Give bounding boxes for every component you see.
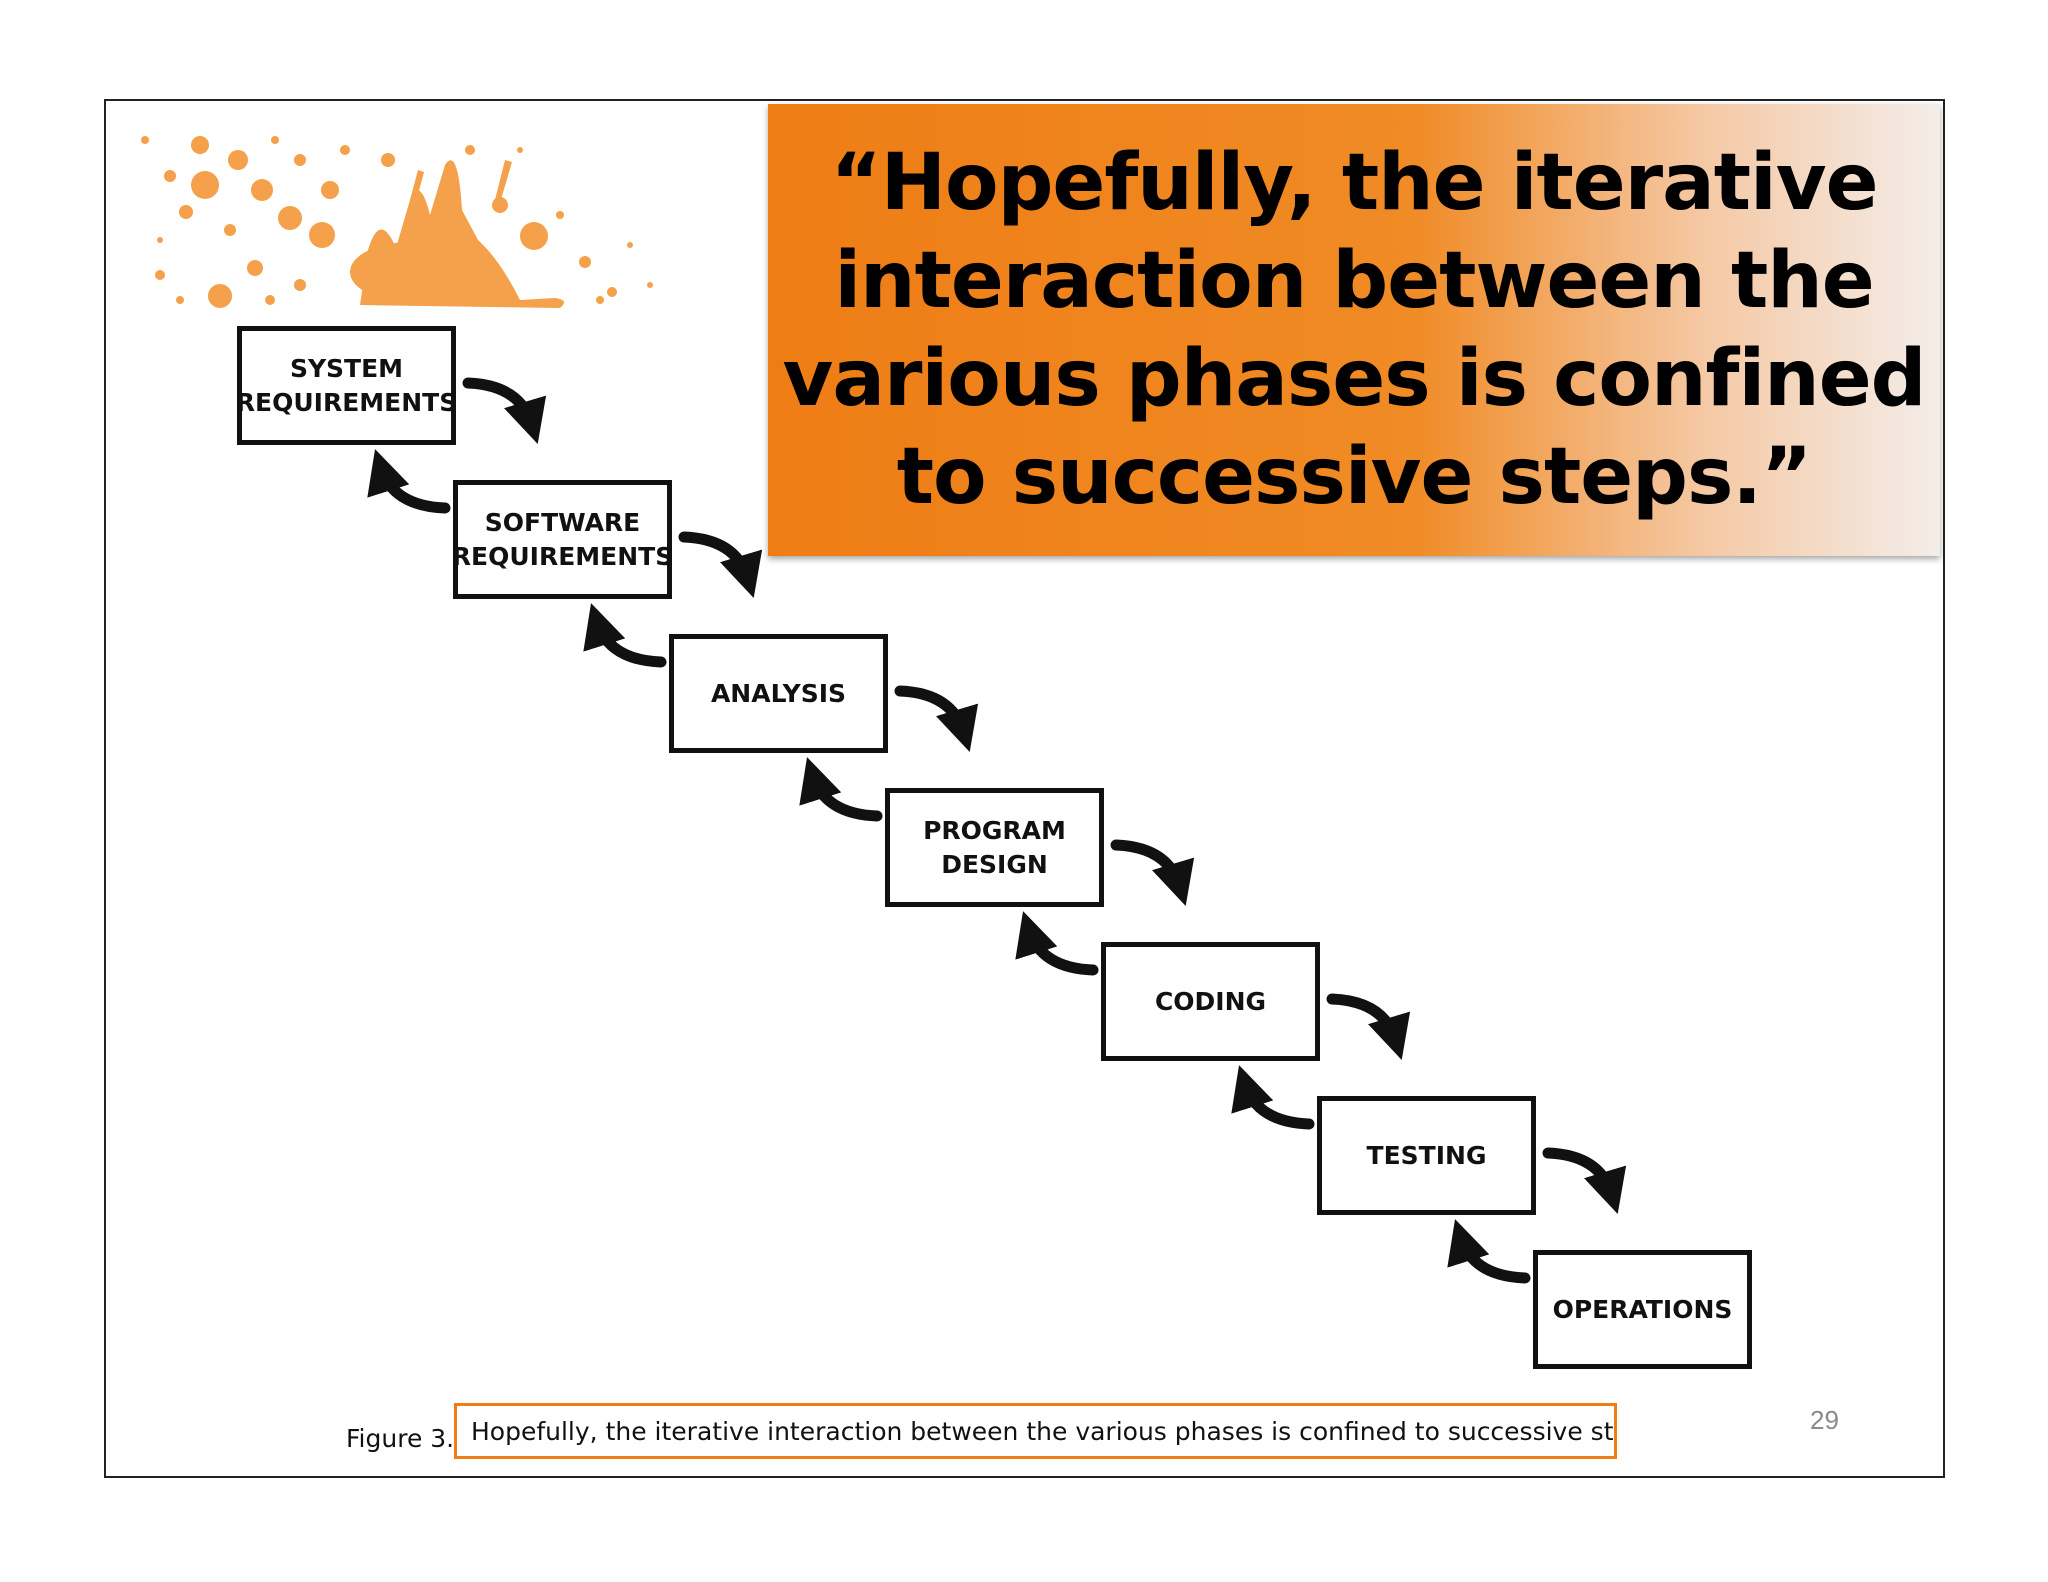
page-number: 29 xyxy=(1810,1405,1839,1435)
feedback-arrow xyxy=(799,757,883,822)
step-testing: TESTING xyxy=(1317,1096,1536,1215)
paint-splatter-decoration xyxy=(141,136,653,308)
forward-arrow xyxy=(678,531,763,598)
step-software-requirements: SOFTWARE REQUIREMENTS xyxy=(452,480,673,599)
quote-line: various phases is confined xyxy=(782,334,1927,424)
forward-arrow xyxy=(462,377,547,444)
feedback-arrow xyxy=(1015,911,1099,976)
quote-banner: “Hopefully, the iterative interaction be… xyxy=(768,104,1940,556)
step-operations: OPERATIONS xyxy=(1533,1250,1752,1369)
step-coding: CODING xyxy=(1101,942,1320,1061)
forward-arrow xyxy=(1542,1147,1627,1214)
step-analysis: ANALYSIS xyxy=(669,634,888,753)
forward-arrow xyxy=(1326,993,1411,1060)
feedback-arrow xyxy=(1231,1065,1315,1130)
quote-text: “Hopefully, the iterative interaction be… xyxy=(773,134,1936,526)
quote-line: to successive steps.” xyxy=(896,432,1813,522)
figure-caption-text: Hopefully, the iterative interaction bet… xyxy=(471,1416,1617,1446)
forward-arrow xyxy=(894,685,979,752)
figure-caption-prefix: Figure 3. xyxy=(346,1424,455,1453)
feedback-arrow xyxy=(583,603,667,668)
feedback-arrow xyxy=(1447,1219,1531,1284)
figure-caption-highlight: Hopefully, the iterative interaction bet… xyxy=(454,1403,1617,1459)
step-program-design: PROGRAM DESIGN xyxy=(885,788,1104,907)
quote-line: interaction between the xyxy=(834,236,1874,326)
forward-arrow xyxy=(1110,839,1195,906)
step-system-requirements: SYSTEM REQUIREMENTS xyxy=(236,326,457,445)
feedback-arrow xyxy=(367,449,451,514)
quote-line: “Hopefully, the iterative xyxy=(830,138,1878,228)
